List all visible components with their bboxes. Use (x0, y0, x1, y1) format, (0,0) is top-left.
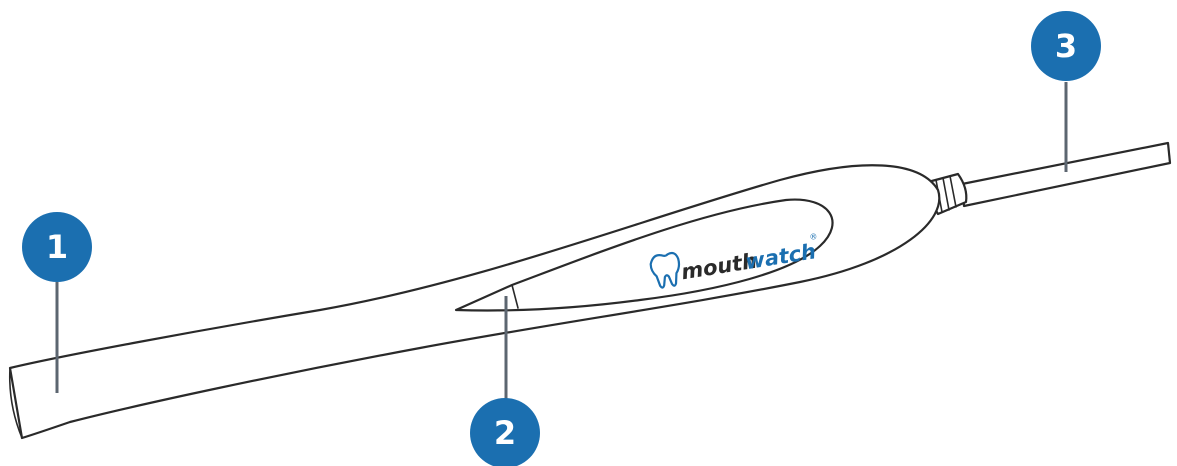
callout-number-2: 2 (494, 414, 516, 452)
callout-badge-3: 3 (1031, 11, 1101, 81)
rib-line (942, 177, 950, 211)
callout-number-1: 1 (46, 228, 68, 266)
camera-tip (8, 367, 23, 439)
rib-line (949, 175, 957, 208)
callout-number-3: 3 (1055, 27, 1077, 65)
button-divider (511, 284, 519, 309)
cable-end-line (1167, 142, 1171, 164)
callout-badge-2: 2 (470, 398, 540, 466)
registered-mark: ® (809, 232, 818, 242)
capture-button (454, 198, 834, 312)
tooth-icon (649, 251, 681, 289)
callout-badge-1: 1 (22, 212, 92, 282)
